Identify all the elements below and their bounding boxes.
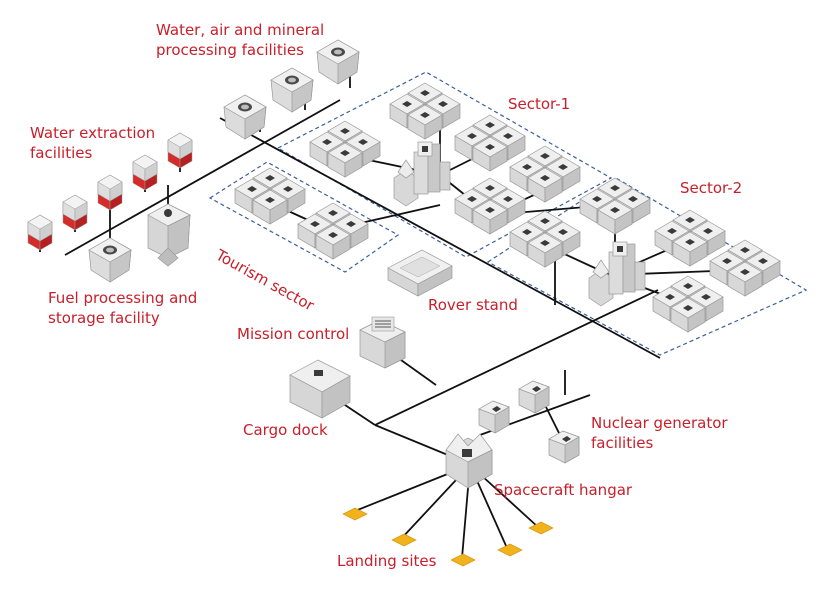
label-water-extraction: Water extraction facilities xyxy=(30,124,156,162)
fuel-facility xyxy=(88,203,191,283)
habitat-cluster xyxy=(235,168,305,224)
label-spacecraft-hangar: Spacecraft hangar xyxy=(494,481,633,499)
tourism-boundary xyxy=(208,161,400,273)
habitat-cluster xyxy=(455,178,525,234)
water-tank xyxy=(97,174,123,211)
label-fuel-facility: Fuel processing and storage facility xyxy=(48,289,198,327)
landing-pad xyxy=(528,521,554,535)
habitat-cluster xyxy=(298,203,368,259)
cargo-dock-building xyxy=(289,359,351,419)
nuclear-generator xyxy=(518,380,550,414)
habitat-cluster xyxy=(310,121,380,177)
sector1-boundary xyxy=(276,71,613,258)
habitat-cluster xyxy=(510,211,580,267)
fuel-processing-unit xyxy=(88,237,132,283)
processing-facility xyxy=(270,67,314,113)
landing-pad xyxy=(450,553,476,567)
habitat-cluster xyxy=(710,240,780,296)
mission-control-building xyxy=(359,316,406,369)
habitat-cluster xyxy=(390,83,460,139)
water-tank xyxy=(27,214,53,251)
processing-facility xyxy=(223,94,267,140)
nuclear-generators xyxy=(478,380,580,464)
nuclear-generator xyxy=(548,430,580,464)
label-nuclear-generator: Nuclear generator facilities xyxy=(591,414,728,452)
label-sector2: Sector-2 xyxy=(680,179,743,197)
landing-pad xyxy=(391,533,417,547)
label-mission-control: Mission control xyxy=(237,325,350,343)
landing-pad xyxy=(342,507,368,521)
label-sector1: Sector-1 xyxy=(508,95,571,113)
label-rover-stand: Rover stand xyxy=(428,296,518,314)
habitat-cluster xyxy=(655,210,725,266)
rover-stand xyxy=(387,249,453,297)
habitat-cluster xyxy=(580,178,650,234)
sector2-boundary xyxy=(486,177,808,356)
habitat-cluster xyxy=(653,276,723,332)
spacecraft-hangar-building xyxy=(445,433,493,489)
water-tank xyxy=(62,194,88,231)
label-water-air-mineral: Water, air and mineral processing facili… xyxy=(156,21,325,59)
landing-pad xyxy=(497,543,523,557)
central-tower xyxy=(393,141,451,207)
fuel-storage-tower xyxy=(147,203,191,267)
label-landing-sites: Landing sites xyxy=(337,552,437,570)
sector-boundaries xyxy=(208,71,808,356)
water-tank xyxy=(167,132,193,169)
sector2-habitats xyxy=(510,178,780,332)
label-cargo-dock: Cargo dock xyxy=(243,421,328,439)
nuclear-generator xyxy=(478,400,510,434)
central-tower xyxy=(588,241,646,307)
